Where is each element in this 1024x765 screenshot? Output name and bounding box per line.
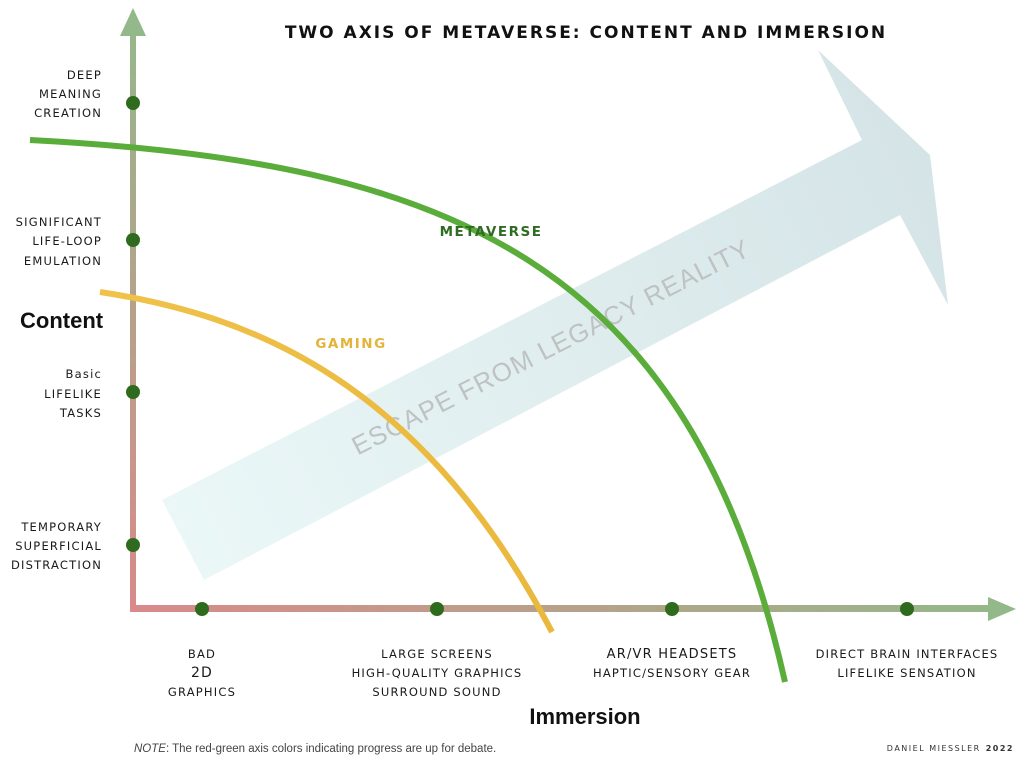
y-level-dot — [126, 538, 140, 552]
escape-arrow-shape — [162, 50, 948, 580]
footnote-prefix: NOTE — [134, 743, 166, 755]
x-level-line: DIRECT BRAIN INTERFACES — [816, 647, 999, 661]
diagram-title: TWO AXIS OF METAVERSE: CONTENT AND IMMER… — [285, 23, 887, 43]
y-level-line: Basic — [66, 367, 102, 381]
author-name: DANIEL MIESSLER — [887, 744, 981, 753]
x-level-dot — [195, 602, 209, 616]
x-level-line: LARGE SCREENS — [381, 647, 493, 661]
escape-arrow-label: ESCAPE FROM LEGACY REALITY — [347, 233, 755, 461]
y-level-line: EMULATION — [24, 254, 102, 268]
footnote: NOTE: The red-green axis colors indicati… — [134, 743, 496, 755]
gaming-curve — [99, 289, 555, 634]
y-level-label-life-loop: SIGNIFICANT LIFE-LOOP EMULATION — [16, 215, 102, 268]
y-level-line: SIGNIFICANT — [16, 215, 102, 229]
x-level-line: BAD — [188, 647, 216, 661]
y-level-dot — [126, 96, 140, 110]
x-axis-line — [130, 605, 992, 612]
metaverse-label: METAVERSE — [440, 224, 543, 240]
x-level-line: GRAPHICS — [168, 685, 236, 699]
y-level-label-deep-meaning: DEEP MEANING CREATION — [34, 68, 102, 120]
x-level-line: HIGH-QUALITY GRAPHICS — [352, 666, 523, 680]
x-level-line: 2D — [191, 665, 213, 681]
x-level-label-ar-vr: AR/VR HEADSETS HAPTIC/SENSORY GEAR — [593, 647, 751, 680]
y-level-line: CREATION — [34, 106, 102, 120]
y-level-line: LIFE-LOOP — [32, 234, 102, 248]
escape-arrow: ESCAPE FROM LEGACY REALITY — [162, 50, 948, 580]
y-level-line: SUPERFICIAL — [15, 539, 102, 553]
y-level-line: TEMPORARY — [20, 520, 102, 534]
author-credit: DANIEL MIESSLER 2022 — [887, 744, 1014, 753]
y-level-line: LIFELIKE — [44, 387, 102, 401]
x-level-label-brain-interfaces: DIRECT BRAIN INTERFACES LIFELIKE SENSATI… — [816, 647, 999, 680]
x-level-label-large-screens: LARGE SCREENS HIGH-QUALITY GRAPHICS SURR… — [352, 647, 523, 699]
gaming-label: GAMING — [315, 336, 386, 352]
x-axis — [130, 597, 1016, 621]
y-axis-line — [130, 30, 136, 612]
x-level-dot — [430, 602, 444, 616]
y-level-label-distraction: TEMPORARY SUPERFICIAL DISTRACTION — [11, 520, 102, 572]
x-level-dot — [900, 602, 914, 616]
x-level-line: HAPTIC/SENSORY GEAR — [593, 666, 751, 680]
footnote-text: : The red-green axis colors indicating p… — [166, 743, 496, 755]
x-axis-arrowhead — [988, 597, 1016, 621]
x-level-line: AR/VR HEADSETS — [607, 647, 738, 662]
x-level-dot — [665, 602, 679, 616]
y-axis — [120, 8, 146, 612]
x-level-line: LIFELIKE SENSATION — [837, 666, 976, 680]
x-level-label-bad-graphics: BAD 2D GRAPHICS — [168, 647, 236, 699]
y-level-line: MEANING — [39, 87, 102, 101]
y-level-line: TASKS — [59, 406, 102, 420]
y-level-label-basic-tasks: Basic LIFELIKE TASKS — [44, 367, 102, 420]
x-level-line: SURROUND SOUND — [372, 685, 501, 699]
credit-year: 2022 — [986, 744, 1014, 753]
y-level-dot — [126, 385, 140, 399]
y-level-line: DISTRACTION — [11, 558, 102, 572]
y-axis-name: Content — [20, 308, 104, 333]
x-axis-name: Immersion — [529, 704, 640, 729]
x-axis-dots — [195, 602, 914, 616]
y-level-dot — [126, 233, 140, 247]
y-axis-arrowhead — [120, 8, 146, 36]
metaverse-curve — [29, 137, 788, 683]
y-axis-dots — [126, 96, 140, 552]
y-level-line: DEEP — [67, 68, 102, 82]
